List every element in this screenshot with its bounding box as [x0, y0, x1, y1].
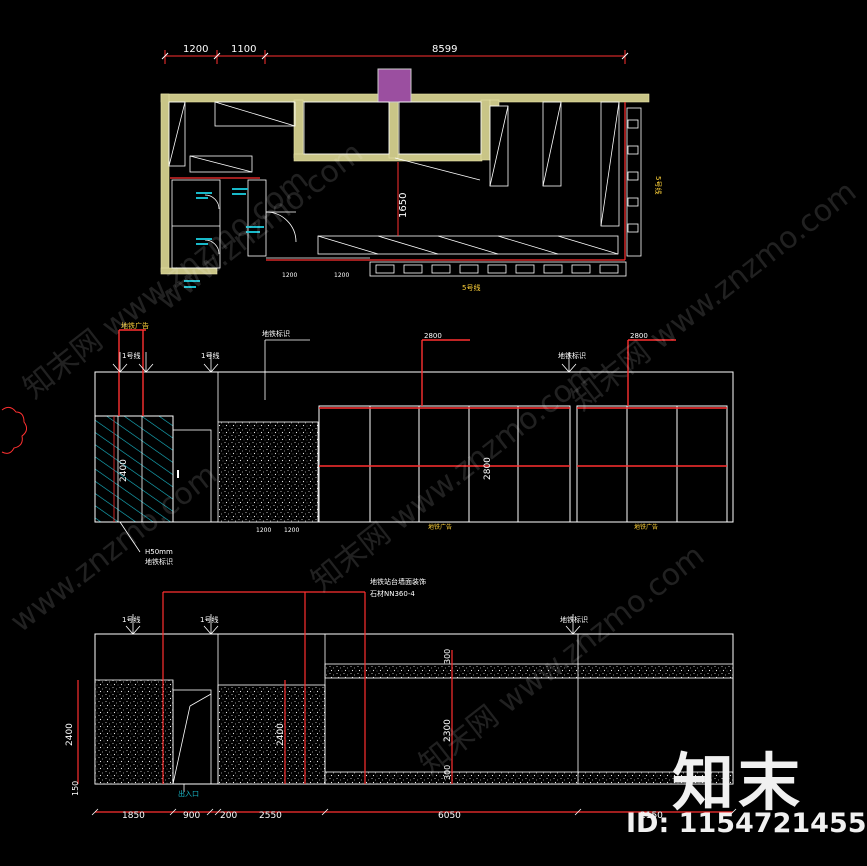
image-id-label: ID: 1154721455	[626, 808, 867, 839]
elev-a-note-2: 1200	[284, 527, 299, 534]
elev-b-callout-2: 1号线	[200, 615, 218, 624]
plan-note-2: 1200	[334, 272, 349, 279]
elev-a-callout-6: 2800	[630, 332, 648, 340]
brand-logo: 知末	[672, 746, 805, 819]
plan-right-label: 5号线	[654, 176, 663, 194]
elev-b-height-150: 150	[71, 781, 80, 796]
plan-dim-8599: 8599	[432, 44, 457, 55]
depth-dim-text: 1650	[398, 193, 409, 218]
plan-dim-1100: 1100	[231, 44, 256, 55]
elev-a-glass-door	[94, 415, 174, 523]
plan-cyan-notes	[184, 188, 264, 288]
elev-b-height-2400-mid: 2400	[276, 723, 286, 746]
plan-note-1: 1200	[282, 272, 297, 279]
elev-a-red-rails	[118, 329, 727, 467]
elev-a-stone-panel	[217, 421, 319, 523]
elev-b-dim-900: 900	[183, 811, 200, 821]
elev-a-markers	[112, 339, 577, 400]
elev-b-height-300-top: 300	[443, 649, 452, 664]
elev-a-note-3: H50mm	[145, 548, 173, 556]
elev-b-dim-2550: 2550	[259, 811, 282, 821]
elev-b-note-2: 石材NN360-4	[370, 589, 415, 598]
elev-b-callout-1: 1号线	[122, 615, 140, 624]
elev-a-note-1: 1200	[256, 527, 271, 534]
elev-a-bay-label-2: 地铁广告	[634, 523, 658, 531]
column-mark	[377, 68, 412, 103]
elev-b-markers	[125, 614, 581, 792]
elev-b-height-2400-left: 2400	[65, 723, 75, 746]
elev-b-height-300-bottom: 300	[443, 765, 452, 780]
elev-a-callout-4: 地铁标识	[262, 329, 290, 338]
elev-b-callout-3: 地铁标识	[560, 615, 588, 624]
elev-b-bottom-ticks	[91, 808, 737, 816]
plan-dim-1200: 1200	[183, 44, 208, 55]
elev-a-display-cases	[318, 405, 728, 523]
elev-a-door	[172, 429, 212, 523]
elev-b-door	[172, 689, 212, 785]
elev-a-note-4: 地铁标识	[145, 557, 173, 566]
elev-a-callout-5: 2800	[424, 332, 442, 340]
elev-a-callout-1: 地铁广告	[121, 321, 149, 330]
elev-a-callout-2: 1号线	[122, 351, 140, 360]
elev-b-dim-1850: 1850	[122, 811, 145, 821]
elev-b-stone-left	[94, 679, 174, 785]
elev-b-outline	[94, 633, 734, 785]
revision-cloud	[1, 406, 28, 454]
elev-b-stone-mid	[217, 684, 326, 785]
elev-b-red-lines	[77, 591, 733, 813]
plan-top-dimension	[161, 50, 629, 64]
elev-b-height-2300: 2300	[443, 719, 453, 742]
plan-fixtures	[168, 101, 642, 277]
elevation-b: 地铁站台墙面装饰 石材NN360-4 1号线 1号线 地铁标识 出入口 2400…	[65, 577, 737, 821]
elev-b-dim-2150: 2150	[640, 811, 663, 821]
elev-b-note-1: 地铁站台墙面装饰	[370, 577, 426, 586]
elev-a-height-2800: 2800	[483, 457, 493, 480]
elevation-a: 2400 2800 地铁广告 1号线 1号线 地铁标识 2800 2800 地铁…	[94, 321, 734, 566]
elev-a-callout-3: 1号线	[201, 351, 219, 360]
floor-plan: 1200 1100 8599	[160, 44, 663, 292]
elev-b-dim-6050: 6050	[438, 811, 461, 821]
elev-a-height-2400: 2400	[119, 459, 129, 482]
elev-a-callout-7: 地铁标识	[558, 351, 586, 360]
elev-b-door-note: 出入口	[178, 789, 199, 798]
elev-a-bay-label-1: 地铁广告	[428, 523, 452, 531]
plan-bottom-label: 5号线	[462, 283, 480, 292]
plan-red-edges	[170, 102, 626, 261]
elev-b-dim-200: 200	[220, 811, 237, 821]
